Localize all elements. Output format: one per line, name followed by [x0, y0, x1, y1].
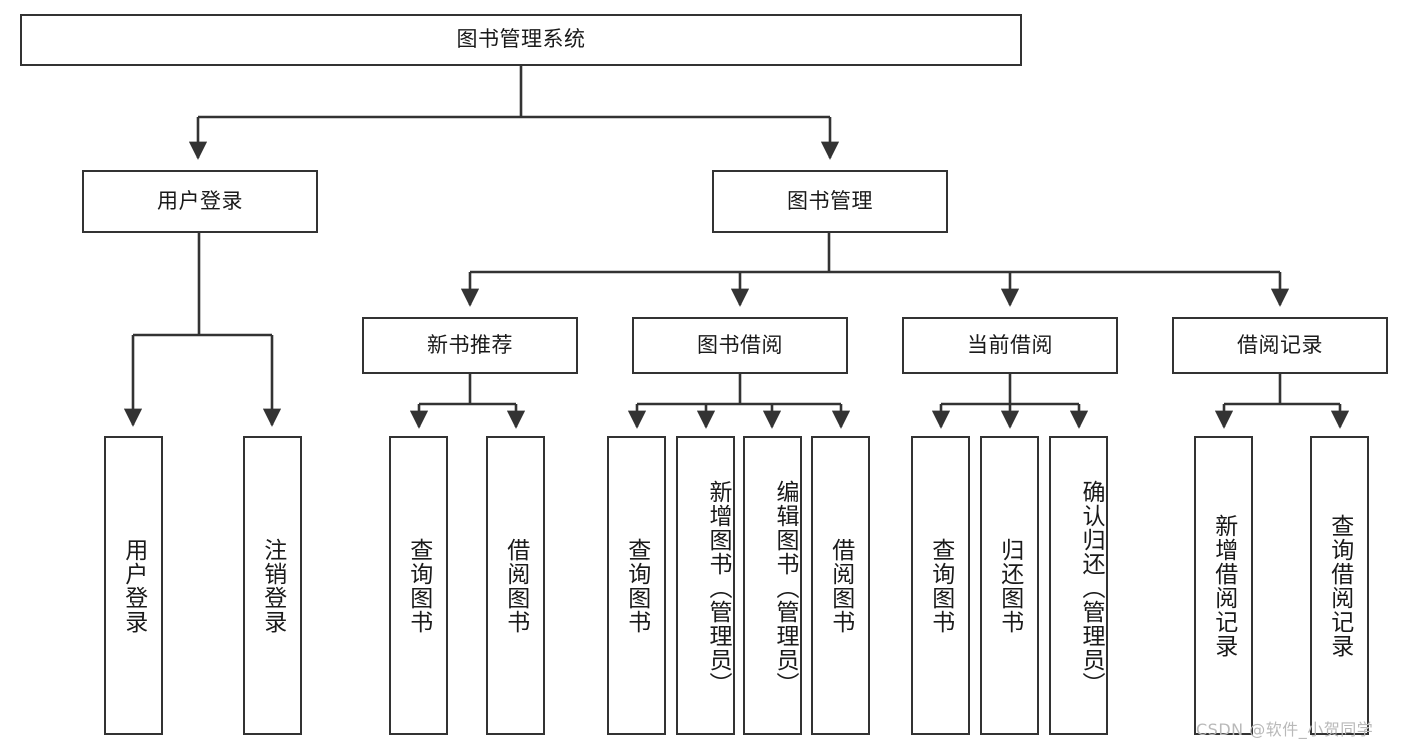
leaf-current-borrow-confirm-return-admin[interactable]: 确认归还（管理员）	[1049, 436, 1108, 735]
node-book-management[interactable]: 图书管理	[712, 170, 948, 233]
node-label: 注销登录	[259, 537, 286, 634]
node-label: 用户登录	[120, 537, 147, 634]
node-borrow-record[interactable]: 借阅记录	[1172, 317, 1388, 374]
node-label: 查询图书	[405, 537, 432, 634]
node-label: 图书管理	[787, 188, 873, 213]
node-label: 借阅图书	[502, 537, 529, 634]
leaf-new-book-query-book[interactable]: 查询图书	[389, 436, 448, 735]
node-label: 借阅记录	[1237, 332, 1323, 357]
node-label: 查询图书	[927, 537, 954, 634]
node-label: 借阅图书	[827, 537, 854, 634]
node-label: 确认归还（管理员）	[1078, 479, 1104, 696]
node-root-book-management-system[interactable]: 图书管理系统	[20, 14, 1022, 66]
leaf-book-borrow-edit-book-admin[interactable]: 编辑图书（管理员）	[743, 436, 802, 735]
leaf-new-book-borrow-book[interactable]: 借阅图书	[486, 436, 545, 735]
leaf-book-borrow-borrow-book[interactable]: 借阅图书	[811, 436, 870, 735]
node-label: 新增借阅记录	[1210, 513, 1237, 658]
node-label: 编辑图书（管理员）	[772, 479, 798, 696]
leaf-current-borrow-return-book[interactable]: 归还图书	[980, 436, 1039, 735]
node-label: 新书推荐	[427, 332, 513, 357]
node-label: 新增图书（管理员）	[705, 479, 731, 696]
leaf-user-login-login[interactable]: 用户登录	[104, 436, 163, 735]
node-label: 查询图书	[623, 537, 650, 634]
node-label: 用户登录	[157, 188, 243, 213]
leaf-borrow-record-add-record[interactable]: 新增借阅记录	[1194, 436, 1253, 735]
leaf-book-borrow-query-book[interactable]: 查询图书	[607, 436, 666, 735]
leaf-current-borrow-query-book[interactable]: 查询图书	[911, 436, 970, 735]
node-user-login[interactable]: 用户登录	[82, 170, 318, 233]
node-label: 图书借阅	[697, 332, 783, 357]
node-label: 当前借阅	[967, 332, 1053, 357]
node-book-borrow[interactable]: 图书借阅	[632, 317, 848, 374]
node-current-borrow[interactable]: 当前借阅	[902, 317, 1118, 374]
leaf-book-borrow-add-book-admin[interactable]: 新增图书（管理员）	[676, 436, 735, 735]
leaf-user-login-logout[interactable]: 注销登录	[243, 436, 302, 735]
node-new-book-recommend[interactable]: 新书推荐	[362, 317, 578, 374]
leaf-borrow-record-query-record[interactable]: 查询借阅记录	[1310, 436, 1369, 735]
node-label: 查询借阅记录	[1326, 513, 1353, 658]
node-label: 图书管理系统	[456, 27, 586, 52]
node-label: 归还图书	[996, 537, 1023, 634]
